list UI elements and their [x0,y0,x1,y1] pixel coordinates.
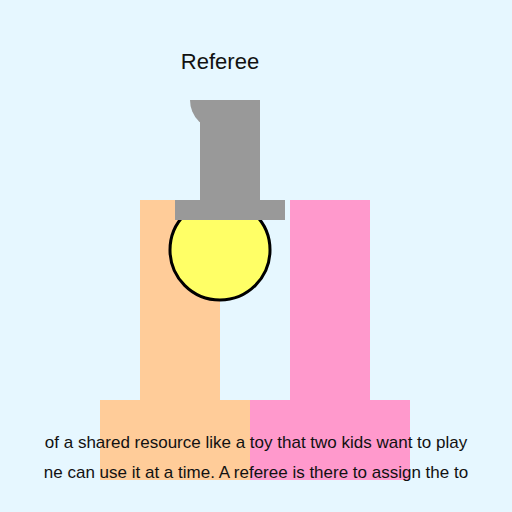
figure-label: Referee [181,49,259,75]
kid-body-right [290,200,370,400]
hat-crown [200,100,260,200]
caption-line: of a shared resource like a toy that two… [45,433,467,453]
hat-brim [175,200,285,220]
caption-line: ne can use it at a time. A referee is th… [44,463,468,483]
